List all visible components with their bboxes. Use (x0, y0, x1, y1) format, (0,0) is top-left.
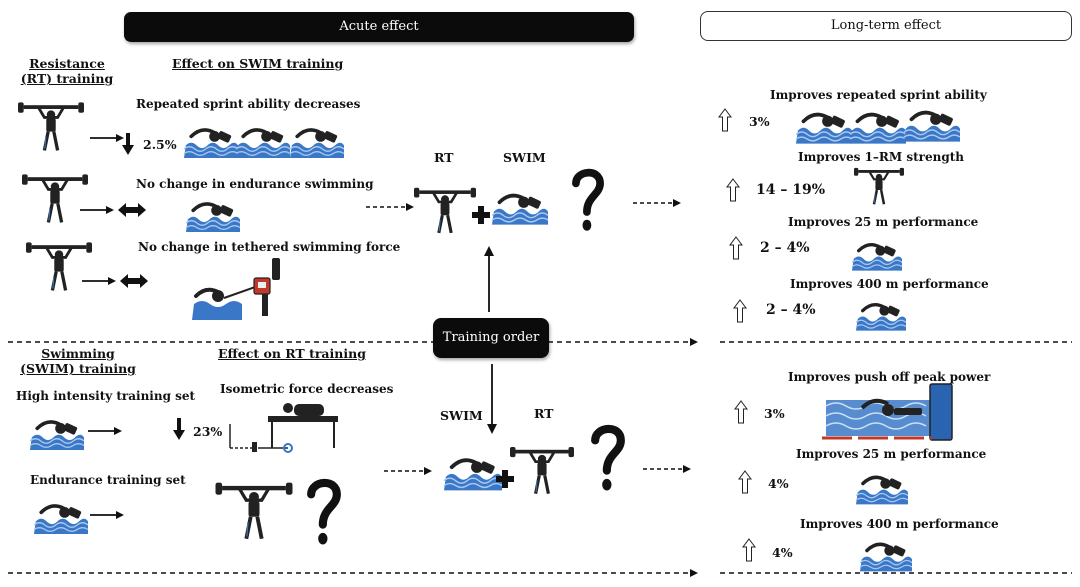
weightlifter-icon (854, 166, 904, 206)
arrow-down-thin-icon (487, 364, 497, 434)
push-off-platform-icon (822, 383, 953, 441)
lt-top-4-value: 2 – 4% (766, 302, 816, 318)
arrow-right-icon (82, 277, 116, 285)
dashed-arrow-icon (633, 199, 681, 207)
isometric-bench-icon (229, 403, 338, 453)
swimmer-icon (492, 193, 548, 226)
acute-effect-header: Acute effect (124, 12, 634, 42)
dashed-arrow-icon (384, 467, 432, 475)
lt-top-4-text: Improves 400 m performance (790, 277, 989, 291)
arrow-up-outline-icon (726, 178, 740, 202)
lt-bottom-3-value: 4% (772, 545, 793, 560)
arrow-down-icon (122, 133, 134, 155)
lt-top-1-value: 3% (749, 114, 770, 129)
top-combo-second: SWIM (503, 150, 546, 165)
section-divider (8, 338, 1072, 346)
arrow-up-outline-icon (718, 108, 732, 132)
question-mark-icon (590, 424, 626, 494)
swimmer-icon (184, 128, 238, 158)
arrow-up-outline-icon (733, 299, 747, 323)
arrow-up-outline-icon (729, 236, 743, 260)
weightlifter-icon (510, 434, 574, 504)
arrow-up-outline-icon (742, 538, 756, 562)
lt-bottom-3-text: Improves 400 m performance (800, 517, 999, 531)
arrow-right-icon (80, 206, 114, 214)
weightlifter-icon (215, 480, 293, 541)
top-row-1-value: 2.5% (143, 137, 177, 152)
arrow-right-icon (90, 134, 124, 142)
lt-top-2-value: 14 – 19% (756, 182, 826, 198)
effect-on-swim-title: Effect on SWIM training (172, 56, 344, 71)
arrow-up-outline-icon (734, 400, 748, 424)
lt-bottom-2-value: 4% (768, 476, 789, 491)
swimmer-icon (796, 112, 852, 144)
plus-icon (472, 206, 490, 224)
bottom-combo-second: RT (534, 406, 554, 421)
lt-bottom-2-text: Improves 25 m performance (796, 447, 987, 461)
bottom-row-1-effect: Isometric force decreases (220, 382, 394, 396)
swimmer-icon (30, 420, 84, 450)
question-mark-icon (570, 168, 606, 234)
plus-icon (496, 470, 514, 488)
rt-training-title: Resistance (RT) training (20, 56, 114, 86)
weightlifter-icon (22, 172, 88, 225)
top-row-1-text: Repeated sprint ability decreases (136, 97, 361, 111)
bottom-combo-first: SWIM (440, 408, 483, 423)
top-row-2-text: No change in endurance swimming (136, 177, 374, 191)
swimmer-icon (34, 504, 88, 534)
swimmer-icon (852, 242, 902, 272)
swimmer-icon (856, 475, 908, 506)
bottom-row-1-text: High intensity training set (16, 389, 196, 403)
arrow-right-icon (90, 511, 124, 519)
lt-bottom-1-text: Improves push off peak power (788, 370, 991, 384)
swimmer-icon (904, 110, 960, 142)
effect-on-rt-title: Effect on RT training (218, 346, 366, 361)
swimmer-icon (290, 128, 344, 158)
weightlifter-icon (18, 100, 84, 153)
top-row-3-text: No change in tethered swimming force (138, 240, 401, 254)
training-order-box: Training order (433, 318, 549, 358)
lt-top-3-value: 2 – 4% (760, 240, 810, 256)
lt-top-1-text: Improves repeated sprint ability (770, 88, 987, 102)
arrow-right-icon (88, 427, 122, 435)
top-combo-first: RT (434, 150, 454, 165)
arrow-up-outline-icon (738, 470, 752, 494)
swimmer-icon (856, 302, 906, 332)
bottom-row-1-value: 23% (193, 424, 223, 439)
arrow-down-icon (173, 418, 185, 440)
swim-training-title: Swimming (SWIM) training (20, 346, 136, 376)
lt-bottom-1-value: 3% (764, 406, 785, 421)
dashed-arrow-icon (366, 203, 414, 211)
bottom-row-2-text: Endurance training set (30, 473, 186, 487)
arrow-up-icon (484, 246, 494, 312)
swimmer-icon (236, 128, 290, 158)
lt-top-3-text: Improves 25 m performance (788, 215, 979, 229)
double-arrow-icon (120, 274, 148, 288)
swimmer-icon (444, 450, 502, 492)
question-mark-icon (306, 478, 342, 548)
dashed-arrow-icon (643, 465, 691, 473)
double-arrow-icon (118, 203, 146, 217)
lt-top-2-text: Improves 1–RM strength (798, 150, 964, 164)
long-term-effect-header: Long-term effect (700, 11, 1072, 41)
weightlifter-icon (414, 185, 476, 235)
force-gauge-icon (192, 258, 280, 320)
bottom-divider (8, 569, 1072, 577)
swimmer-icon (186, 202, 240, 232)
swimmer-icon (850, 112, 906, 144)
